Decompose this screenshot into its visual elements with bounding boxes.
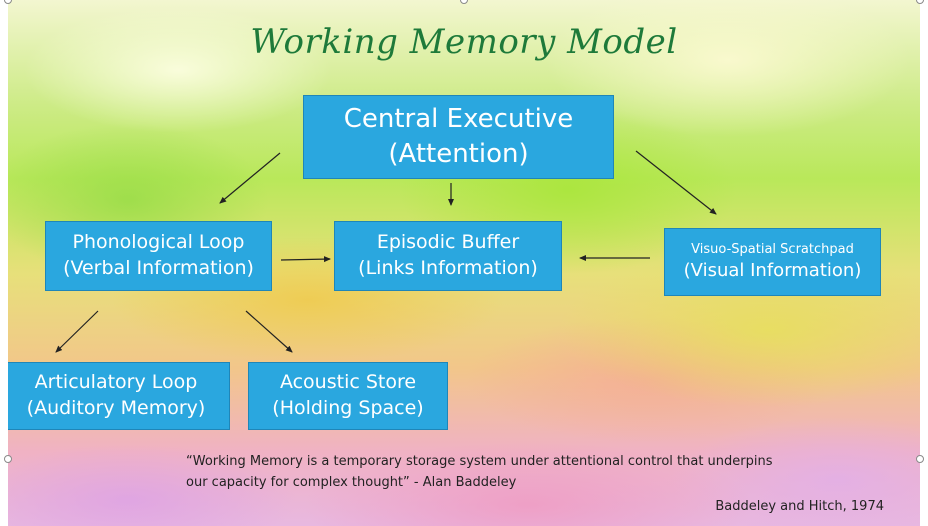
resize-handle-middle-right[interactable] [916,455,924,463]
central-executive-label: Central Executive [343,103,574,134]
phonological-loop-box[interactable]: Phonological Loop (Verbal Information) [45,221,272,291]
resize-handle-top-right[interactable] [916,0,924,4]
arrow-phonological-to-articulatory [55,310,99,353]
arrow-exec-to-visuospatial [635,150,717,215]
central-executive-box[interactable]: Central Executive (Attention) [303,95,614,179]
quote-line-2: our capacity for complex thought” - Alan… [186,474,517,490]
arrow-phonological-to-episodic [280,256,331,263]
articulatory-loop-sublabel: (Auditory Memory) [26,397,206,419]
acoustic-store-box[interactable]: Acoustic Store (Holding Space) [248,362,448,430]
episodic-buffer-label: Episodic Buffer [376,231,520,254]
acoustic-store-sublabel: (Holding Space) [272,397,424,419]
arrow-exec-to-phonological [219,152,281,204]
articulatory-loop-label: Articulatory Loop [34,371,198,394]
articulatory-loop-box[interactable]: Articulatory Loop (Auditory Memory) [8,362,230,430]
visuo-spatial-sublabel: (Visual Information) [683,259,862,281]
citation-text: Baddeley and Hitch, 1974 [715,499,884,514]
phonological-loop-label: Phonological Loop [72,231,245,254]
acoustic-store-label: Acoustic Store [279,371,417,394]
phonological-loop-sublabel: (Verbal Information) [63,257,254,279]
central-executive-sublabel: (Attention) [388,139,529,169]
episodic-buffer-sublabel: (Links Information) [358,257,538,279]
connector-arrows [55,150,717,353]
visuo-spatial-label: Visuo-Spatial Scratchpad [691,242,854,258]
quote-line-1: “Working Memory is a temporary storage s… [186,454,773,469]
diagram-title: Working Memory Model [250,22,678,62]
episodic-buffer-box[interactable]: Episodic Buffer (Links Information) [334,221,562,291]
baddeley-quote: “Working Memory is a temporary storage s… [186,452,826,494]
visuo-spatial-scratchpad-box[interactable]: Visuo-Spatial Scratchpad (Visual Informa… [664,228,881,296]
resize-handle-middle-left[interactable] [4,455,12,463]
slide-canvas[interactable]: Working Memory Model Central Executive (… [8,0,920,526]
arrow-phonological-to-acoustic [245,310,293,353]
